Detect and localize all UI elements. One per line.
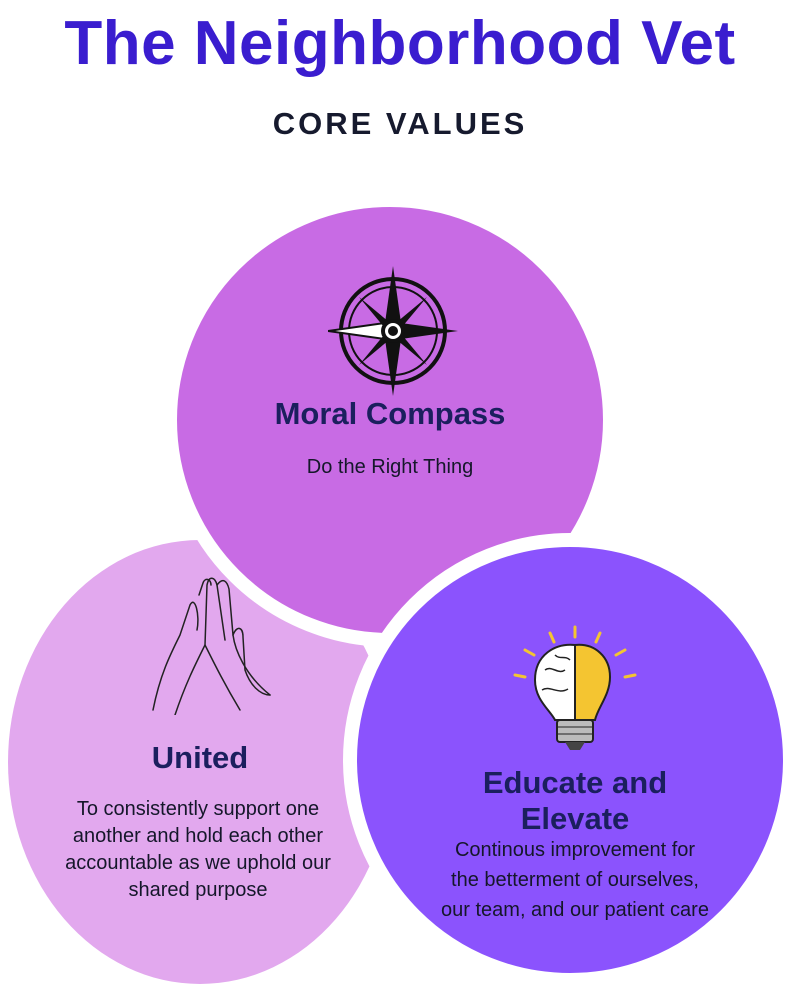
page-title: The Neighborhood Vet [64,9,736,78]
educate-description: Continous improvement for the betterment… [441,839,709,921]
page-subtitle: CORE VALUES [272,106,528,141]
moral-compass-title: Moral Compass [274,396,506,431]
united-circle [8,540,392,984]
educate-title: Educate and Elevate [482,765,668,836]
educate-circle [343,533,797,987]
brain-lightbulb-icon [513,625,637,750]
high-five-hands-icon [152,577,271,715]
moral-compass-description: Do the Right Thing [306,456,474,478]
united-description: To consistently support one another and … [65,798,331,901]
united-title: United [151,740,249,775]
compass-icon [328,266,458,396]
